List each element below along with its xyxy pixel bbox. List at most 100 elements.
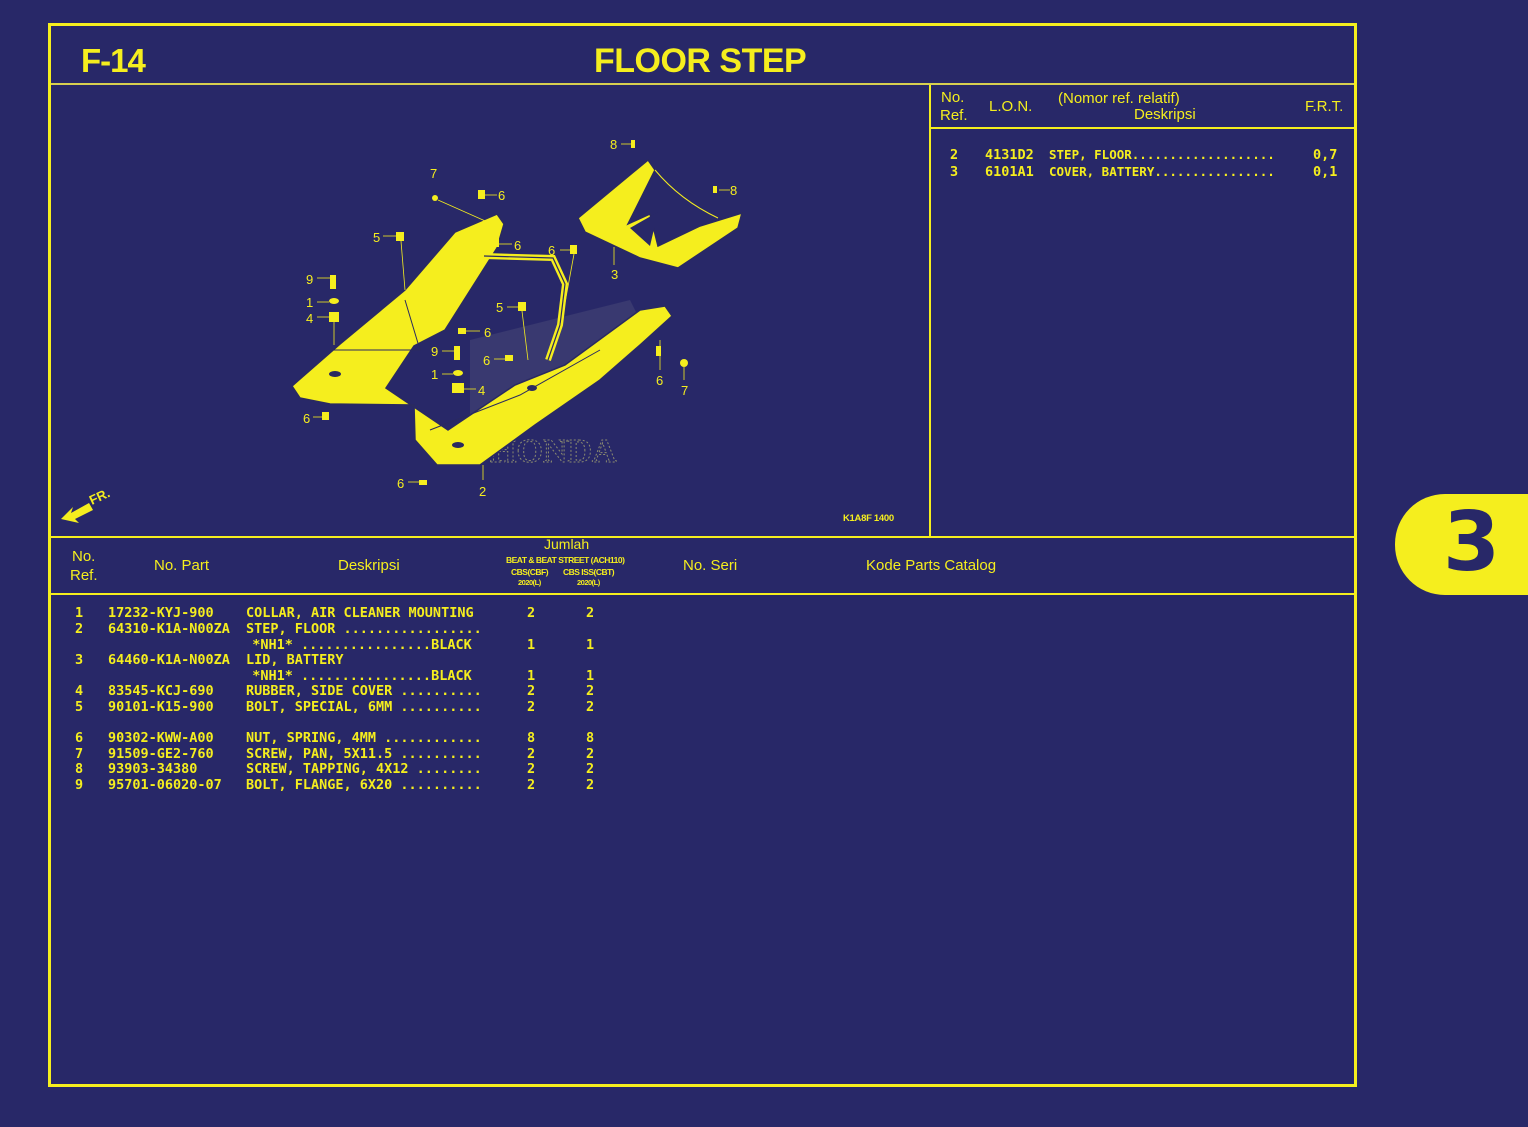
- page-title: FLOOR STEP: [594, 42, 807, 80]
- qty-cbf-cell: 1: [527, 668, 536, 684]
- qty-cbt-cell: 2: [586, 761, 595, 777]
- description-cell: STEP, FLOOR .................: [246, 621, 482, 637]
- description-cell: RUBBER, SIDE COVER ..........: [246, 683, 482, 699]
- col-deskripsi: Deskripsi: [338, 557, 400, 574]
- ref-cell: 3: [75, 652, 84, 668]
- callout-8: 8: [730, 183, 738, 198]
- ref-cell: 4: [75, 683, 84, 699]
- description-cell: BOLT, FLANGE, 6X20 ..........: [246, 777, 482, 793]
- col-no-seri: No. Seri: [683, 557, 738, 574]
- callout-3: 3: [611, 267, 619, 282]
- section-tab-label: 3: [1443, 495, 1501, 590]
- frt-row: 3 6101A1 COVER, BATTERY................ …: [931, 164, 1354, 181]
- table-row: *NH1* ................BLACK 1 1: [0, 637, 700, 653]
- col-jumlah: Jumlah: [544, 536, 590, 552]
- callout-6: 6: [397, 476, 405, 491]
- col-lon: L.O.N.: [989, 98, 1033, 115]
- callout-7: 7: [430, 166, 438, 181]
- ref-cell: 9: [75, 777, 84, 793]
- color-option-cell: *NH1* ................BLACK: [236, 637, 472, 653]
- figure-code: K1A8F 1400: [843, 513, 894, 524]
- ref-cell: 6: [75, 730, 84, 746]
- part-number-cell: 91509-GE2-760: [108, 746, 214, 762]
- model-label: BEAT & BEAT STREET (ACH110): [506, 555, 625, 565]
- ref-cell: 2: [75, 621, 84, 637]
- qty-cbf-cell: 8: [527, 730, 536, 746]
- callout-5: 5: [496, 300, 504, 315]
- part-number-cell: 83545-KCJ-690: [108, 683, 214, 699]
- table-row: 4 83545-KCJ-690 RUBBER, SIDE COVER .......…: [0, 683, 700, 699]
- frt-value: 0,7: [1313, 147, 1338, 163]
- section-tab[interactable]: 3: [1395, 494, 1528, 595]
- callout-4: 4: [478, 383, 486, 398]
- frt-desc: COVER, BATTERY................: [1049, 164, 1275, 179]
- col-frt: F.R.T.: [1305, 98, 1344, 115]
- qty-cbf-cell: 2: [527, 699, 536, 715]
- frt-desc: STEP, FLOOR...................: [1049, 147, 1275, 162]
- ref-cell: 8: [75, 761, 84, 777]
- col-desc-1: (Nomor ref. relatif): [1058, 90, 1180, 107]
- parts-table-header: No. Ref. No. Part Deskripsi Jumlah BEAT …: [51, 536, 1354, 595]
- callout-2: 2: [479, 484, 487, 499]
- qty-cbt-cell: 1: [586, 668, 595, 684]
- frt-ref: 3: [950, 164, 959, 180]
- callout-9: 9: [431, 344, 439, 359]
- col-no-part: No. Part: [154, 557, 210, 574]
- description-cell: LID, BATTERY: [246, 652, 344, 668]
- callout-6: 6: [514, 238, 522, 253]
- part-number-cell: 93903-34380: [108, 761, 198, 777]
- callout-6: 6: [548, 243, 556, 258]
- table-row: 1 17232-KYJ-900 COLLAR, AIR CLEANER MOUNTI…: [0, 605, 700, 621]
- qty-cbt-cell: 2: [586, 683, 595, 699]
- col-no-ref-2: Ref.: [70, 567, 98, 584]
- part-number-cell: 90302-KWW-A00: [108, 730, 214, 746]
- callout-4: 4: [306, 311, 314, 326]
- col-no-ref-2: Ref.: [940, 107, 968, 124]
- table-row: 9 95701-06020-07 BOLT, FLANGE, 6X20 ......…: [0, 777, 700, 793]
- qty-cbf-cell: 2: [527, 746, 536, 762]
- qty-cbt-cell: 2: [586, 605, 595, 621]
- callout-1: 1: [306, 295, 314, 310]
- callout-6: 6: [483, 353, 491, 368]
- callout-6: 6: [303, 411, 311, 426]
- frt-table: No. Ref. L.O.N. (Nomor ref. relatif) Des…: [931, 85, 1354, 536]
- qty-cbf-cell: 2: [527, 777, 536, 793]
- frt-table-header: No. Ref. L.O.N. (Nomor ref. relatif) Des…: [931, 85, 1354, 129]
- section-code: F-14: [81, 42, 146, 79]
- description-cell: COLLAR, AIR CLEANER MOUNTING: [246, 605, 474, 621]
- ref-cell: 5: [75, 699, 84, 715]
- qty-cbf-cell: 2: [527, 683, 536, 699]
- part-number-cell: 64310-K1A-N00ZA: [108, 621, 230, 637]
- frt-row: 2 4131D2 STEP, FLOOR................... …: [931, 147, 1354, 164]
- qty-cbf-cell: 1: [527, 637, 536, 653]
- frt-ref: 2: [950, 147, 959, 163]
- qty-cbt-cell: 8: [586, 730, 595, 746]
- catalog-page-frame: F-14 FLOOR STEP HONDA: [48, 23, 1357, 1087]
- table-row: 5 90101-K15-900 BOLT, SPECIAL, 6MM .......…: [0, 699, 700, 715]
- year-cbt: 2020(L): [577, 578, 600, 587]
- description-cell: SCREW, PAN, 5X11.5 ..........: [246, 746, 482, 762]
- qty-cbf-cell: 2: [527, 761, 536, 777]
- ref-cell: 1: [75, 605, 84, 621]
- table-row: *NH1* ................BLACK 1 1: [0, 668, 700, 684]
- description-cell: BOLT, SPECIAL, 6MM ..........: [246, 699, 482, 715]
- qty-cbt-cell: 2: [586, 777, 595, 793]
- ref-cell: 7: [75, 746, 84, 762]
- callout-5: 5: [373, 230, 381, 245]
- exploded-diagram: HONDA: [51, 85, 931, 536]
- front-arrow-icon: [61, 503, 93, 523]
- floor-step-illustration: HONDA: [291, 140, 744, 485]
- color-option-cell: *NH1* ................BLACK: [236, 668, 472, 684]
- part-number-cell: 95701-06020-07: [108, 777, 222, 793]
- table-row: 7 91509-GE2-760 SCREW, PAN, 5X11.5 .......…: [0, 746, 700, 762]
- qty-cbt-cell: 1: [586, 637, 595, 653]
- callout-7: 7: [681, 383, 689, 398]
- frt-value: 0,1: [1313, 164, 1338, 180]
- part-number-cell: 17232-KYJ-900: [108, 605, 214, 621]
- callout-6: 6: [656, 373, 664, 388]
- part-number-cell: 90101-K15-900: [108, 699, 214, 715]
- part-number-cell: 64460-K1A-N00ZA: [108, 652, 230, 668]
- year-cbf: 2020(L): [518, 578, 541, 587]
